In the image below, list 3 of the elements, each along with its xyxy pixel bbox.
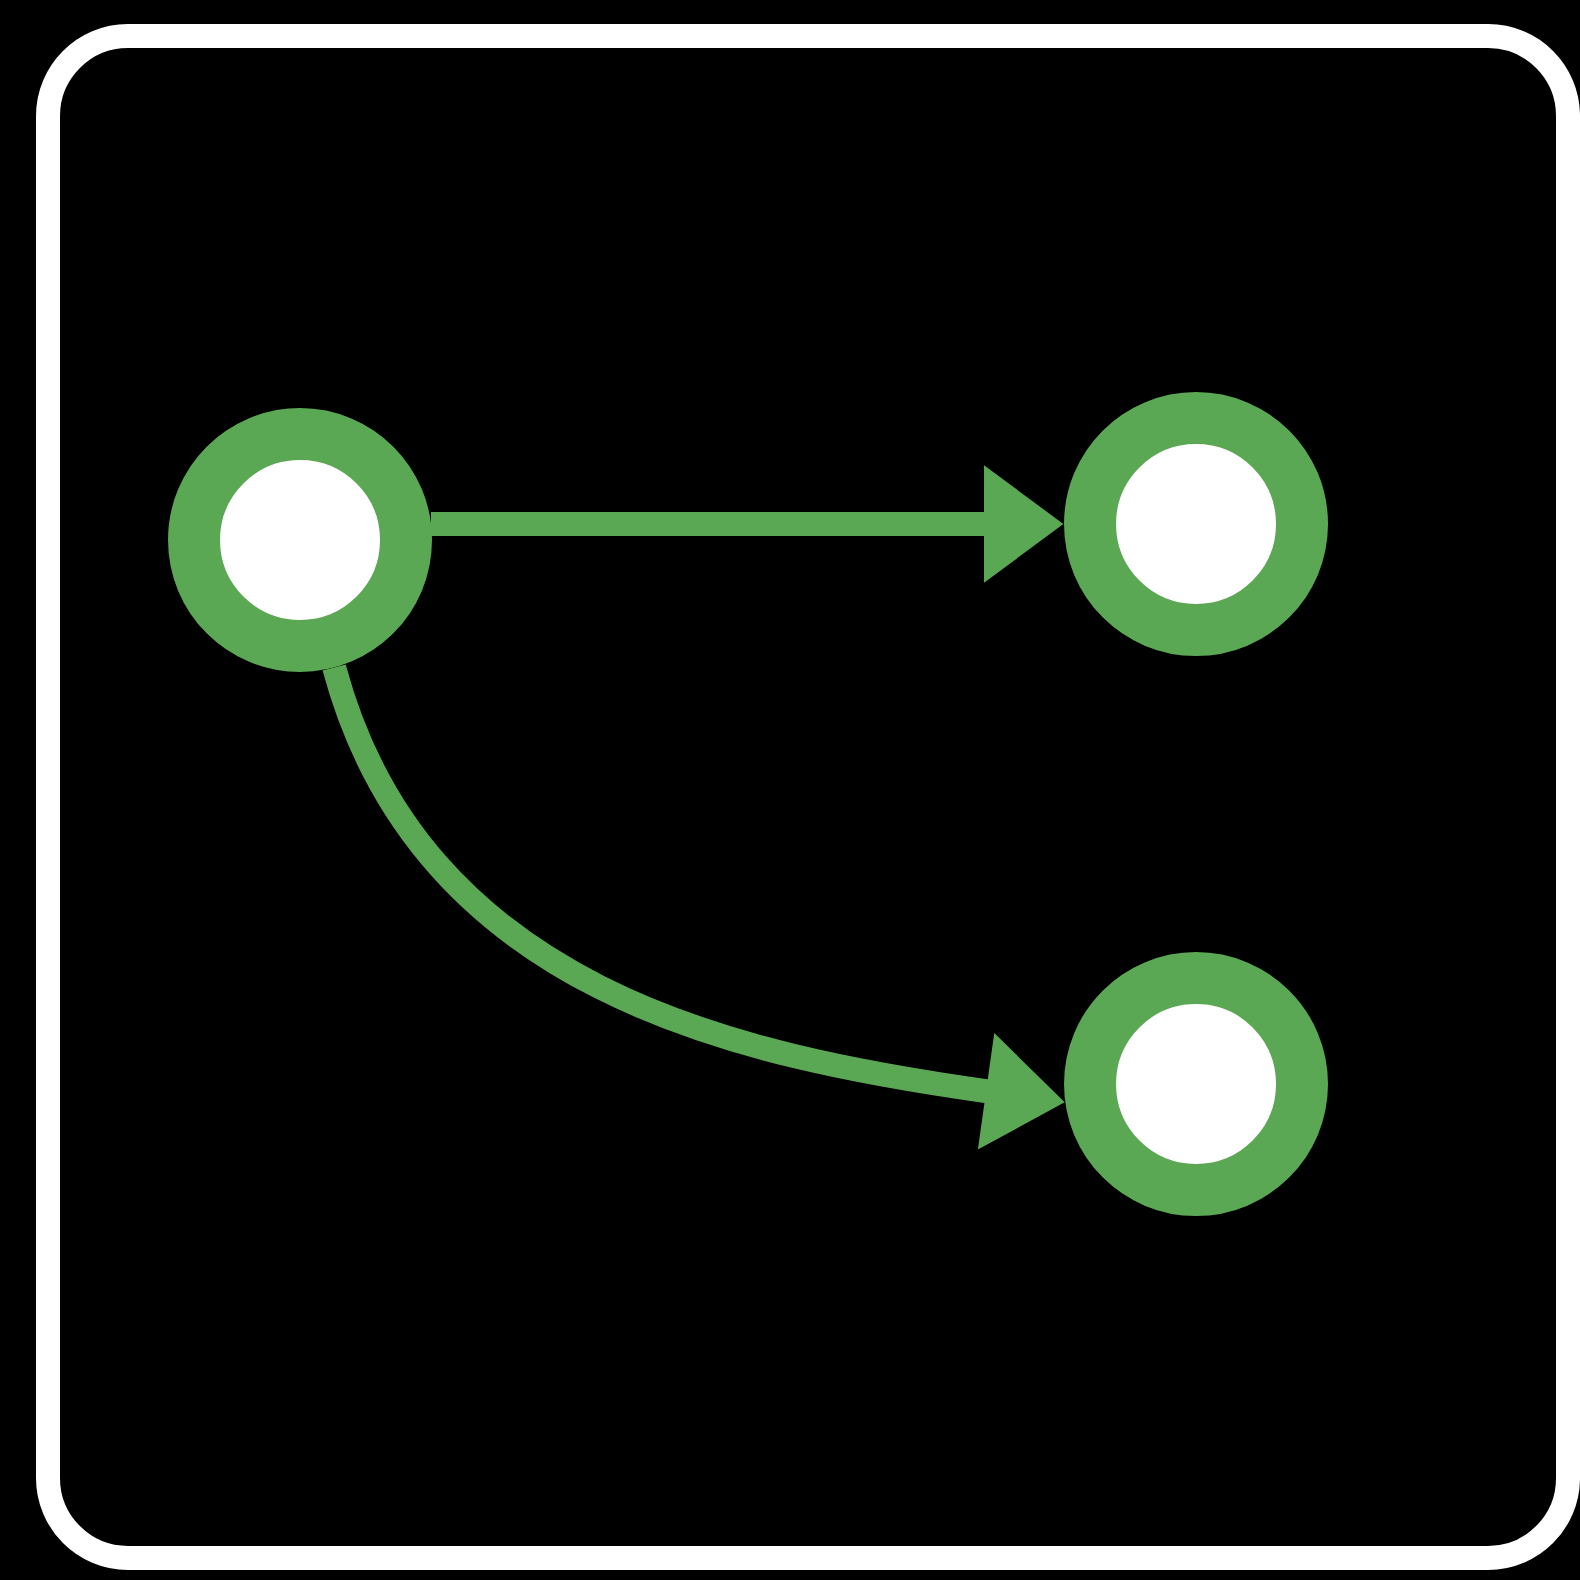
circle-node — [1064, 392, 1328, 656]
circle-node — [1064, 952, 1328, 1216]
circle-node — [168, 408, 432, 672]
